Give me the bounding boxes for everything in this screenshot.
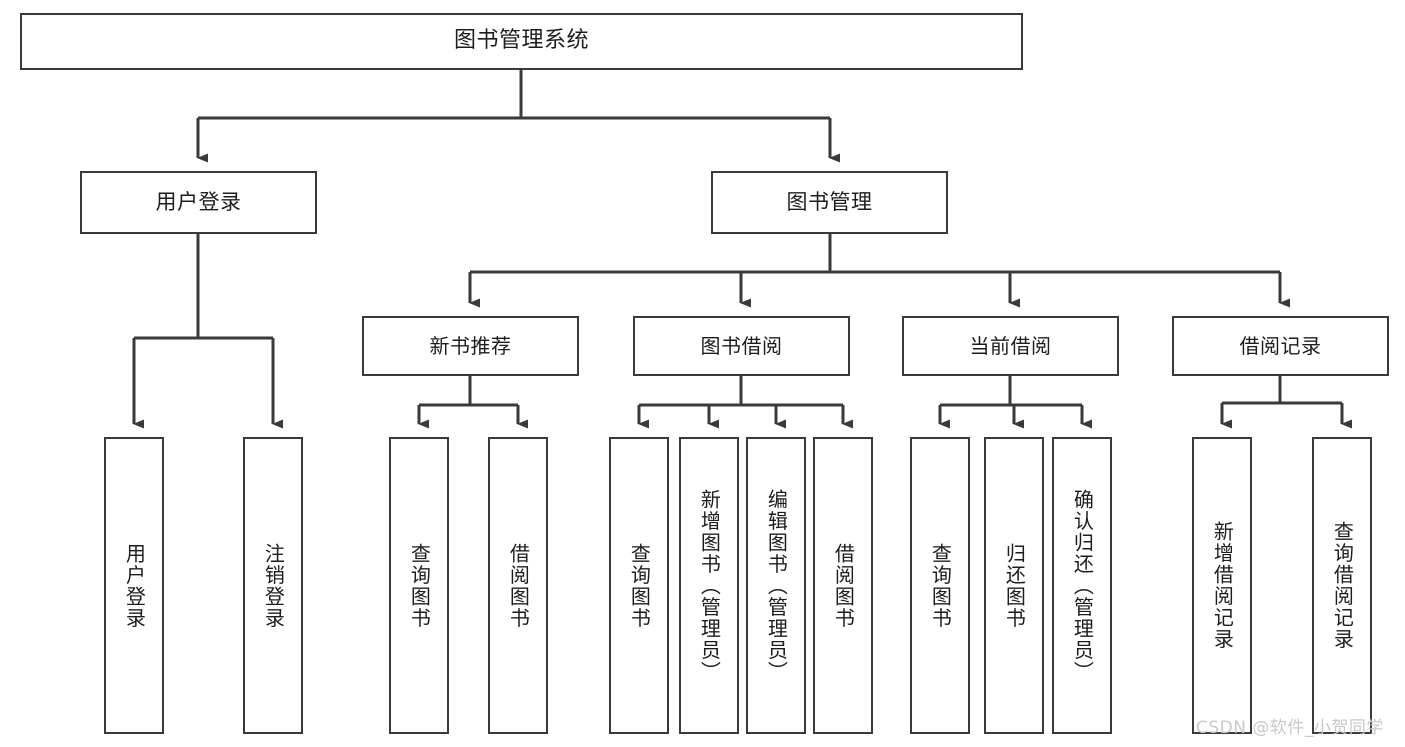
node-leaf-return-book-label: 归还图书 <box>1002 542 1027 629</box>
node-leaf-query-book-new-label: 查询图书 <box>407 542 432 629</box>
node-leaf-user-login[interactable]: 用户登录 <box>104 437 164 734</box>
node-leaf-edit-book-admin-label: 编辑图书（管理员） <box>764 488 789 683</box>
node-leaf-add-borrow-record-label: 新增借阅记录 <box>1210 521 1235 650</box>
node-tier2-borrow-record[interactable]: 借阅记录 <box>1172 316 1389 376</box>
node-tier1-user-login-label: 用户登录 <box>155 189 242 214</box>
node-tier2-current-borrow[interactable]: 当前借阅 <box>902 316 1119 376</box>
node-leaf-lend-book-label: 借阅图书 <box>831 542 856 629</box>
node-leaf-lend-book[interactable]: 借阅图书 <box>813 437 873 734</box>
node-leaf-query-book-new[interactable]: 查询图书 <box>389 437 449 734</box>
node-leaf-query-borrow-record[interactable]: 查询借阅记录 <box>1312 437 1372 734</box>
node-tier2-new-book-recommend[interactable]: 新书推荐 <box>362 316 579 376</box>
node-leaf-return-book[interactable]: 归还图书 <box>984 437 1044 734</box>
node-root[interactable]: 图书管理系统 <box>20 13 1023 70</box>
node-tier2-book-borrow-label: 图书借阅 <box>700 333 783 358</box>
node-tier2-book-borrow[interactable]: 图书借阅 <box>633 316 850 376</box>
node-leaf-add-book-admin[interactable]: 新增图书（管理员） <box>679 437 739 734</box>
node-leaf-query-book-current-label: 查询图书 <box>928 542 953 629</box>
node-leaf-add-book-admin-label: 新增图书（管理员） <box>697 488 722 683</box>
node-leaf-query-book-borrow-label: 查询图书 <box>627 542 652 629</box>
node-tier2-current-borrow-label: 当前借阅 <box>969 333 1052 358</box>
node-leaf-borrow-book-new[interactable]: 借阅图书 <box>488 437 548 734</box>
node-leaf-confirm-return-admin-label: 确认归还（管理员） <box>1070 488 1095 683</box>
node-tier2-borrow-record-label: 借阅记录 <box>1239 333 1322 358</box>
node-tier2-new-book-recommend-label: 新书推荐 <box>429 333 512 358</box>
node-leaf-user-login-label: 用户登录 <box>122 542 147 629</box>
node-tier1-book-management[interactable]: 图书管理 <box>711 171 948 234</box>
node-leaf-logout-label: 注销登录 <box>261 542 286 629</box>
node-leaf-query-book-current[interactable]: 查询图书 <box>910 437 970 734</box>
node-leaf-borrow-book-new-label: 借阅图书 <box>506 542 531 629</box>
node-tier1-user-login[interactable]: 用户登录 <box>80 171 317 234</box>
node-root-label: 图书管理系统 <box>453 28 589 54</box>
node-leaf-add-borrow-record[interactable]: 新增借阅记录 <box>1192 437 1252 734</box>
node-leaf-query-book-borrow[interactable]: 查询图书 <box>609 437 669 734</box>
node-leaf-edit-book-admin[interactable]: 编辑图书（管理员） <box>746 437 806 734</box>
node-leaf-logout[interactable]: 注销登录 <box>243 437 303 734</box>
node-leaf-confirm-return-admin[interactable]: 确认归还（管理员） <box>1052 437 1112 734</box>
node-tier1-book-management-label: 图书管理 <box>786 189 873 214</box>
node-leaf-query-borrow-record-label: 查询借阅记录 <box>1330 521 1355 650</box>
